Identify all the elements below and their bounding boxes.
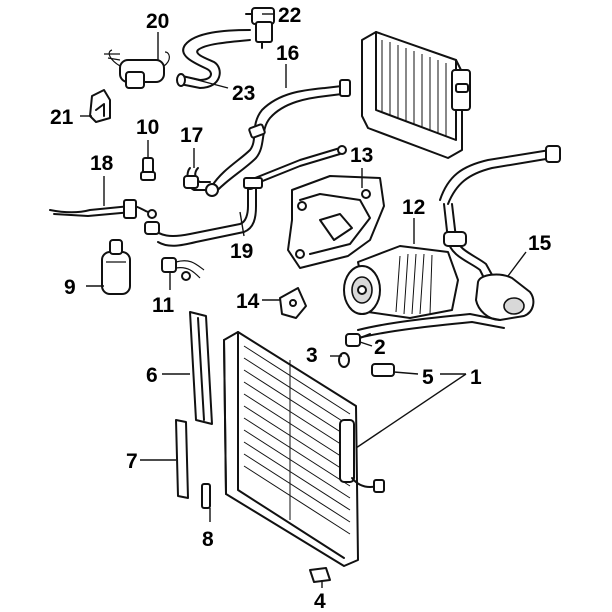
callout-1: 1 [470, 366, 482, 389]
part-15-accumulator [357, 145, 561, 339]
part-9-drier [101, 239, 131, 295]
part-10-switch [140, 157, 156, 181]
callout-5: 5 [422, 366, 434, 389]
callout-18: 18 [90, 152, 114, 175]
callout-17: 17 [180, 124, 203, 147]
part-8-seal [201, 483, 211, 509]
evaporator-core [361, 31, 471, 159]
callout-3: 3 [306, 344, 318, 367]
callout-23: 23 [232, 82, 255, 105]
part-12-compressor [343, 245, 459, 319]
part-7-seal [175, 419, 189, 499]
part-5-switch [371, 363, 395, 377]
callout-13: 13 [350, 144, 373, 167]
part-20-valve [104, 49, 170, 89]
part-17-fitting [183, 167, 211, 191]
callout-14: 14 [236, 290, 260, 313]
part-21-bracket [89, 89, 111, 123]
callout-20: 20 [146, 10, 169, 33]
callout-6: 6 [146, 364, 158, 387]
callout-9: 9 [64, 276, 76, 299]
part-3-oring [338, 352, 350, 368]
callout-2: 2 [374, 336, 386, 359]
callout-21: 21 [50, 106, 74, 129]
part-14-bracket [279, 287, 307, 319]
part-16-hose [205, 79, 351, 197]
part-2-fitting [345, 333, 371, 347]
callout-22: 22 [278, 4, 301, 27]
callout-15: 15 [528, 232, 552, 255]
callout-4: 4 [314, 590, 326, 612]
callout-19: 19 [230, 240, 253, 263]
callout-12: 12 [402, 196, 425, 219]
callout-11: 11 [152, 294, 175, 317]
part-1-condenser [223, 331, 385, 567]
part-13-bracket [287, 175, 385, 269]
part-4-nut [309, 567, 331, 583]
part-22-valve [245, 7, 275, 49]
part-23-hose [176, 29, 251, 89]
callout-10: 10 [136, 116, 159, 139]
callout-7: 7 [126, 450, 138, 473]
part-18-line [49, 199, 157, 219]
part-6-seal [189, 311, 213, 425]
callout-labels: 22 20 16 23 21 10 17 18 13 12 19 15 9 14… [50, 4, 552, 612]
callout-16: 16 [276, 42, 299, 65]
callout-8: 8 [202, 528, 214, 551]
part-11-switch [161, 257, 205, 281]
leader-lines [80, 13, 527, 588]
